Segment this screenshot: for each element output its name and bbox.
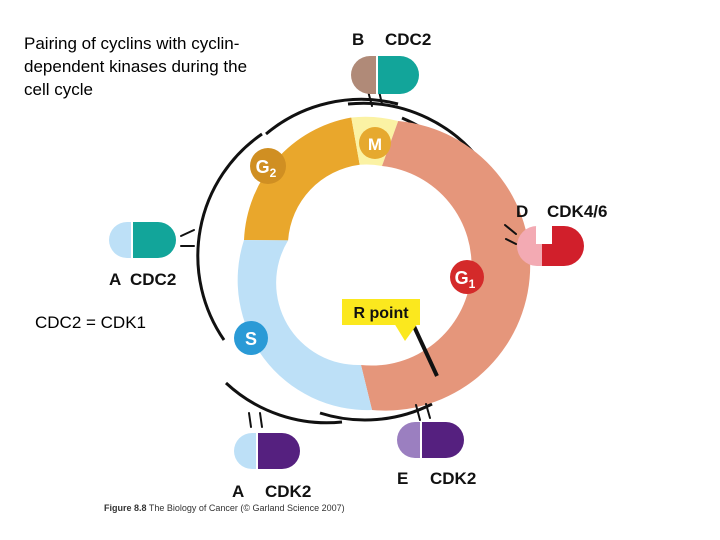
- bracket-s-late: [224, 381, 343, 425]
- figure-caption: Figure 8.8 The Biology of Cancer (© Garl…: [104, 503, 345, 513]
- r-point-box: [342, 299, 420, 325]
- cyclin-e-label: E: [397, 469, 408, 488]
- cdc2-left-label: CDC2: [130, 270, 176, 289]
- cyclin-d-shape: [517, 226, 542, 266]
- g2-phase-segment: [244, 117, 360, 241]
- cdk46-shape: [542, 226, 584, 266]
- cyclin-b-cdc2-pair: [351, 56, 419, 94]
- r-point-line: [410, 321, 439, 377]
- g1-badge: [450, 260, 484, 294]
- caption-source: The Biology of Cancer (© Garland Science…: [148, 503, 345, 513]
- cdc2-shape: [377, 56, 419, 94]
- bracket-g1-s: [319, 402, 433, 422]
- diagram-title: Pairing of cyclins with cyclin-dependent…: [24, 34, 248, 99]
- cyclin-e-cdk2-pair: [397, 422, 464, 458]
- cdc2-left-shape: [132, 222, 176, 258]
- cdk2-right-shape: [421, 422, 464, 458]
- cyclin-a-cdc2-pair: [109, 222, 176, 258]
- cdk2-bottom-shape: [257, 433, 300, 469]
- cyclin-d-cdk46-pair: [517, 226, 584, 266]
- cyclin-a-shape: [109, 222, 132, 258]
- cyclin-b-label: B: [352, 30, 364, 49]
- g2-badge: [250, 148, 286, 184]
- g2-label: G2: [256, 157, 277, 180]
- cyclin-a-bottom-label: A: [232, 482, 244, 501]
- cyclin-b-shape: [351, 56, 377, 94]
- g1-phase-segment: [361, 121, 531, 411]
- m-badge: [359, 127, 391, 159]
- g1-label: G1: [455, 268, 476, 291]
- cdk2-right-label: CDK2: [430, 469, 476, 488]
- s-phase-segment: [237, 240, 372, 411]
- caption-figure: Figure 8.8: [104, 503, 147, 513]
- cdc2-top-label: CDC2: [385, 30, 431, 49]
- bracket-s-g2: [196, 132, 263, 341]
- s-label: S: [245, 329, 257, 349]
- cdk2-bottom-label: CDK2: [265, 482, 311, 501]
- r-point-label: R point: [353, 305, 409, 322]
- cyclin-e-shape: [397, 422, 421, 458]
- cyclin-a-bottom-shape: [234, 433, 257, 469]
- m-label: M: [368, 135, 382, 154]
- s-badge: [234, 321, 268, 355]
- cyclin-d-label: D: [516, 202, 528, 221]
- r-point-pointer: [394, 323, 418, 341]
- cyclin-a-cdk2-pair: [234, 433, 300, 469]
- cdk46-label: CDK4/6: [547, 202, 607, 221]
- cdc2-note: CDC2 = CDK1: [35, 313, 147, 332]
- cyclin-a-left-label: A: [109, 270, 121, 289]
